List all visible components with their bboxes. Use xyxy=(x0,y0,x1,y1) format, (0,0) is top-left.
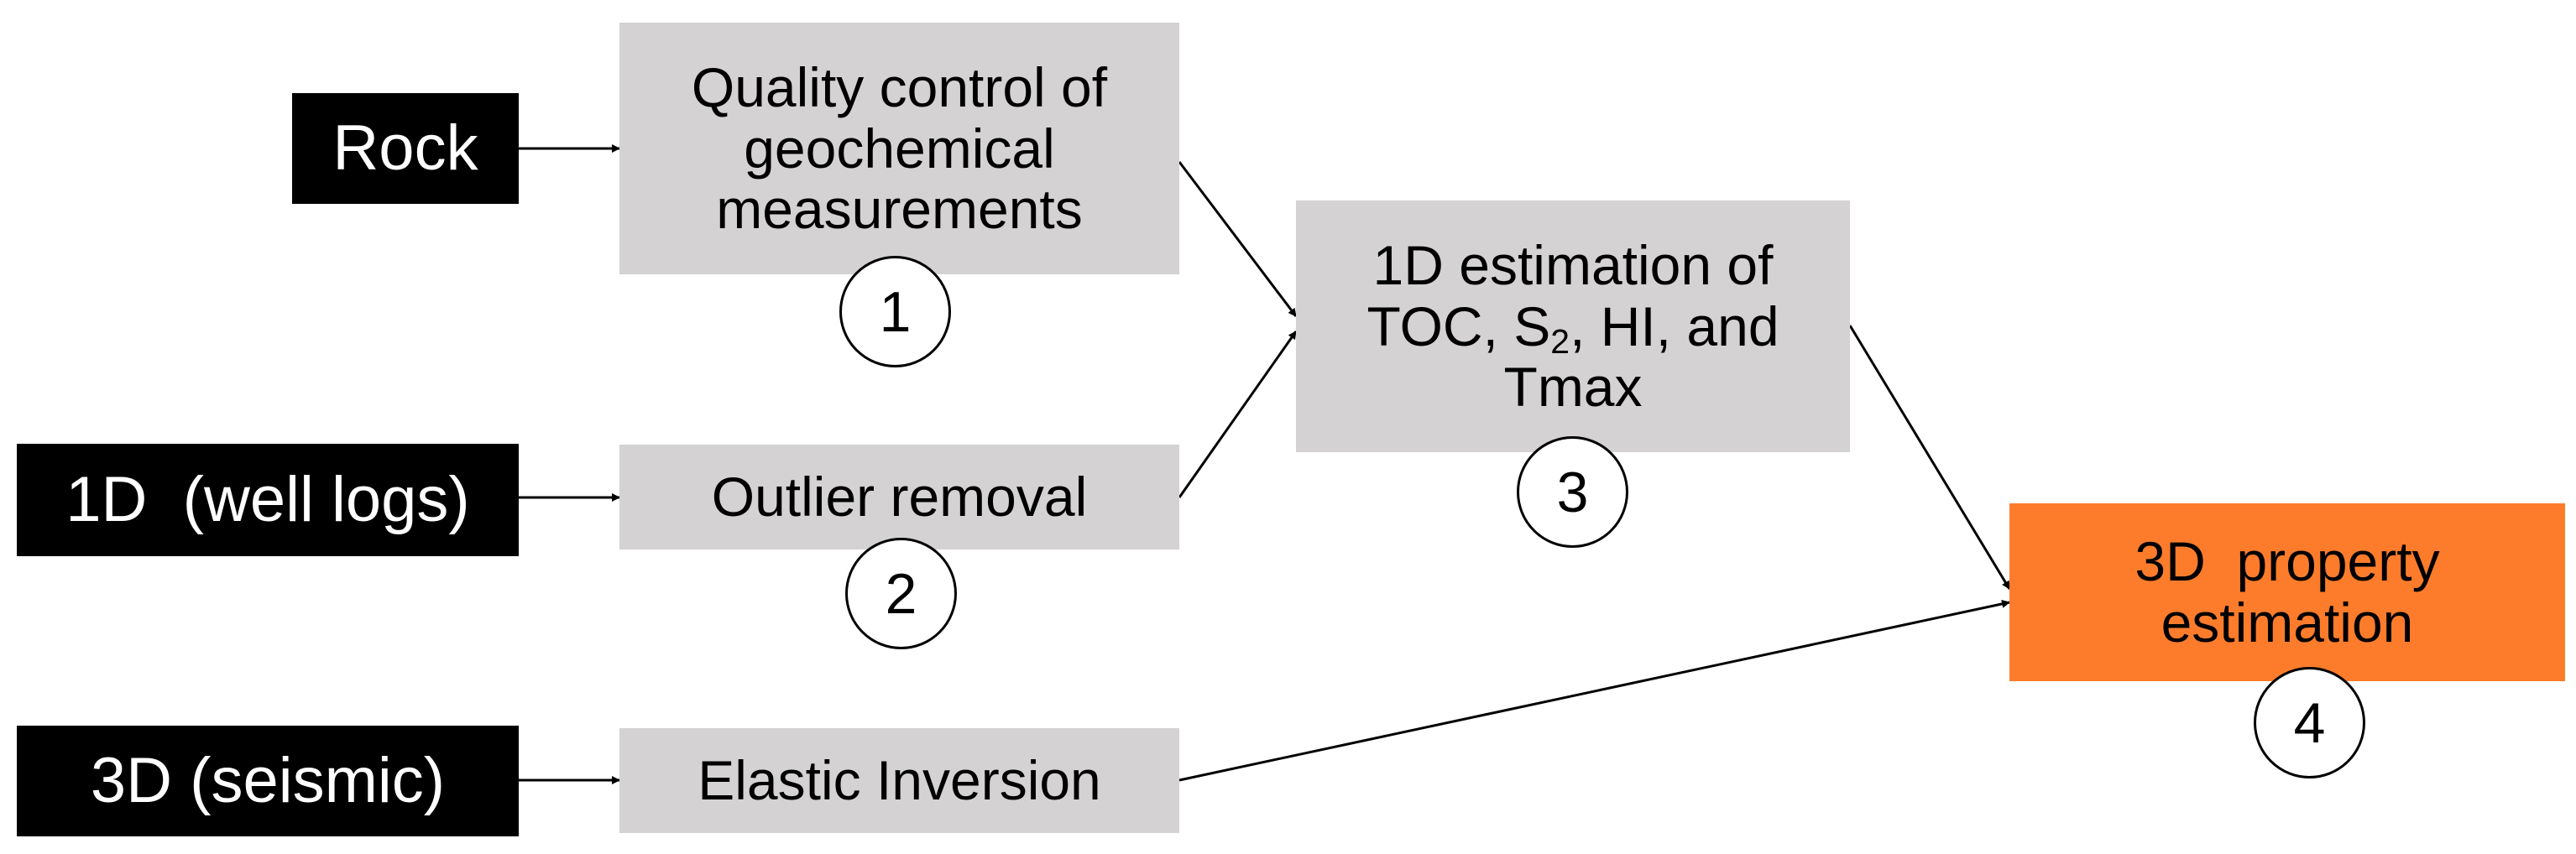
source-seismic-label: 3D (seismic) xyxy=(90,745,446,817)
step-number-4-label: 4 xyxy=(2293,690,2326,755)
source-well-logs-label: 1D (well logs) xyxy=(65,464,470,536)
arrow-elastic-to-3d xyxy=(1178,599,2010,782)
step-number-3: 3 xyxy=(1517,436,1628,548)
step-3d-property-estimation: 3D property estimation xyxy=(2009,503,2565,681)
step-elastic-inversion-label: Elastic Inversion xyxy=(698,749,1101,812)
step-1d-estimation-line-3: Tmax xyxy=(1503,356,1643,419)
step-number-4: 4 xyxy=(2254,667,2365,778)
step-1d-estimation-line-2-prefix: TOC, S xyxy=(1366,294,1551,357)
source-seismic: 3D (seismic) xyxy=(17,726,519,836)
step-outlier-removal: Outlier removal xyxy=(619,445,1179,549)
step-number-3-label: 3 xyxy=(1556,460,1589,524)
step-number-1: 1 xyxy=(839,256,951,367)
step-number-2: 2 xyxy=(845,538,957,649)
step-number-1-label: 1 xyxy=(879,279,912,344)
step-number-2-label: 2 xyxy=(885,561,917,626)
step-3d-estimation-line-2: estimation xyxy=(2161,591,2414,654)
step-quality-control: Quality control of geochemical measureme… xyxy=(619,23,1179,274)
step-outlier-removal-label: Outlier removal xyxy=(711,466,1088,529)
step-quality-control-line-3: measurements xyxy=(716,178,1083,241)
source-rock: Rock xyxy=(292,93,519,204)
arrow-outlier-to-1d-estimation xyxy=(1178,331,1298,498)
step-1d-estimation-line-2-suffix: , HI, and xyxy=(1570,294,1779,357)
step-elastic-inversion: Elastic Inversion xyxy=(619,728,1179,833)
arrow-qc-to-1d-estimation xyxy=(1178,161,1298,317)
step-1d-estimation: 1D estimation of TOC, S2, HI, and Tmax xyxy=(1296,200,1850,452)
step-1d-estimation-line-1: 1D estimation of xyxy=(1372,234,1774,297)
step-1d-estimation-line-2-subscript: 2 xyxy=(1550,321,1570,361)
step-1d-estimation-line-2: TOC, S2, HI, and xyxy=(1366,294,1779,358)
step-3d-estimation-line-1: 3D property xyxy=(2134,530,2440,593)
step-quality-control-line-1: Quality control of xyxy=(691,56,1108,119)
source-rock-label: Rock xyxy=(332,112,478,185)
arrow-1d-estimation-to-3d xyxy=(1848,325,2011,590)
source-well-logs: 1D (well logs) xyxy=(17,444,519,556)
step-quality-control-line-2: geochemical xyxy=(744,117,1055,180)
